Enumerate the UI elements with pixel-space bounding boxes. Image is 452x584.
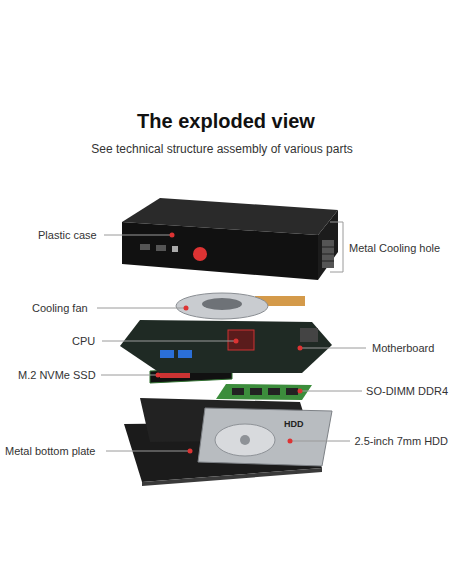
leader-line [101,375,158,376]
hdd-platter [215,424,275,456]
ram-chip [250,388,262,395]
plate-edge [142,468,322,486]
part-label: Motherboard [372,342,434,354]
leader-bracket [343,222,344,272]
leader-dot [234,339,239,344]
part-label: Cooling fan [32,302,88,314]
leader-line [330,222,343,223]
leader-line [330,272,343,273]
hdd-drive [198,408,332,466]
cpu-chip [228,330,254,350]
subtitle: See technical structure assembly of vari… [0,142,448,156]
leader-dot [184,306,189,311]
leader-line [97,308,186,309]
motherboard [120,320,332,373]
vent-slot [322,261,334,262]
leader-line [102,341,236,342]
leader-line [300,391,362,392]
leader-dot [288,439,293,444]
vent-slot [322,254,334,255]
part-label: Plastic case [38,229,97,241]
leader-dot [298,346,303,351]
leader-line [104,235,172,236]
page-title: The exploded view [0,110,452,133]
part-label: SO-DIMM DDR4 [366,385,448,397]
leader-dot [170,233,175,238]
vent-slot [322,247,334,248]
front-port [140,244,150,250]
power-button [193,247,207,261]
fan-body [176,293,268,319]
drive-marking: HDD [284,419,304,429]
part-label: 2.5-inch 7mm HDD [354,435,448,447]
front-port [172,246,178,252]
part-label: Metal Cooling hole [349,242,440,254]
usb-port [178,350,192,358]
usb-port [160,350,174,358]
front-port [156,245,166,251]
part-label: M.2 NVMe SSD [18,369,96,381]
hdd-spindle [240,435,250,445]
cooling-vent [322,240,334,268]
leader-dot [188,449,193,454]
fan-hub [202,298,242,310]
case-side [318,210,338,280]
part-label: CPU [72,335,95,347]
ram-chip [268,388,280,395]
ram-chip [232,388,244,395]
leader-line [300,348,366,349]
leader-line [106,451,190,452]
ram-module [216,384,312,400]
part-label: Metal bottom plate [5,445,96,457]
ram-chip [286,388,298,395]
leader-dot [156,373,161,378]
leader-dot [298,389,303,394]
leader-line [290,441,350,442]
case-front [122,222,318,280]
board-connector [300,328,318,342]
